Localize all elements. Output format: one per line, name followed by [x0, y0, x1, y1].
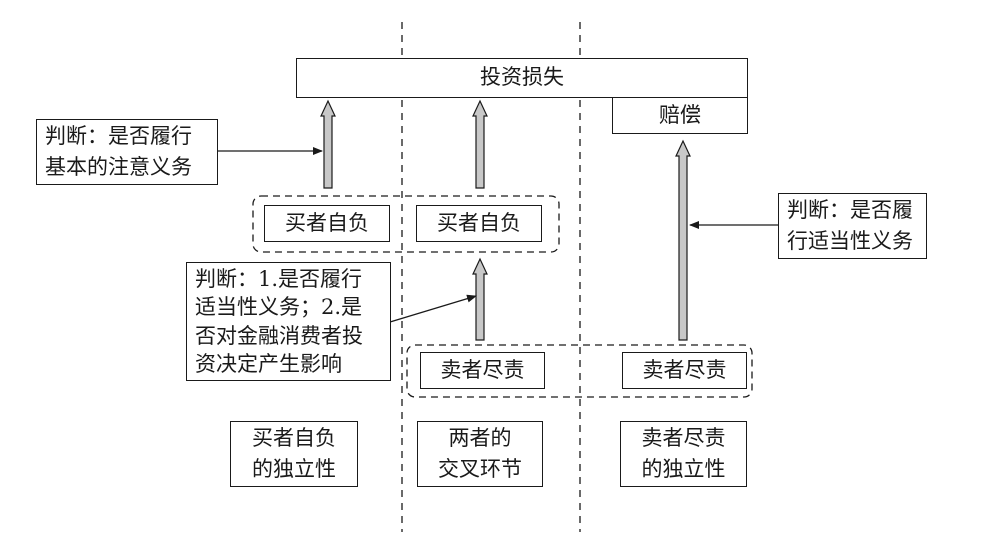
seller-due-diligence-left: 卖者尽责 [420, 352, 545, 389]
arrow-seller-left-to-buyer [472, 257, 488, 341]
arrow-buyer-left-to-loss [320, 99, 336, 189]
compensation-label: 赔偿 [659, 102, 701, 127]
investment-loss-label: 投资损失 [480, 65, 564, 90]
judgment-suitability-duty-box: 判断：是否履 行适当性义务 [778, 193, 927, 259]
caption-buyer-independence-text: 买者自负 的独立性 [252, 425, 336, 482]
seller-group-frame [406, 344, 753, 398]
judgment-basic-duty-text: 判断：是否履行 基本的注意义务 [45, 123, 192, 180]
judgment-influence-text: 判断：1.是否履行 适当性义务；2.是 否对金融消费者投 资决定产生影响 [195, 266, 363, 376]
seller-left-label: 卖者尽责 [440, 357, 525, 382]
compensation-box: 赔偿 [612, 97, 748, 134]
arrow-seller-right-to-compensation [675, 139, 691, 341]
judgment-basic-duty-box: 判断：是否履行 基本的注意义务 [36, 119, 218, 185]
investment-loss-box: 投资损失 [296, 58, 748, 98]
judgment-influence-box: 判断：1.是否履行 适当性义务；2.是 否对金融消费者投 资决定产生影响 [186, 262, 391, 381]
pointer-influence [389, 294, 477, 323]
seller-right-label: 卖者尽责 [642, 357, 727, 382]
buyer-self-responsibility-right: 买者自负 [416, 205, 542, 242]
judgment-suitability-duty-text: 判断：是否履 行适当性义务 [787, 197, 913, 254]
caption-buyer-independence: 买者自负 的独立性 [230, 421, 358, 487]
buyer-self-responsibility-left: 买者自负 [264, 205, 390, 242]
buyer-right-label: 买者自负 [437, 210, 521, 235]
caption-intersection: 两者的 交叉环节 [417, 421, 543, 487]
buyer-group-frame [252, 195, 560, 253]
caption-intersection-text: 两者的 交叉环节 [438, 425, 522, 482]
seller-due-diligence-right: 卖者尽责 [622, 352, 747, 389]
caption-seller-independence: 卖者尽责 的独立性 [620, 421, 747, 487]
caption-seller-independence-text: 卖者尽责 的独立性 [641, 425, 726, 482]
buyer-left-label: 买者自负 [285, 210, 369, 235]
arrow-buyer-right-to-loss [472, 99, 488, 189]
